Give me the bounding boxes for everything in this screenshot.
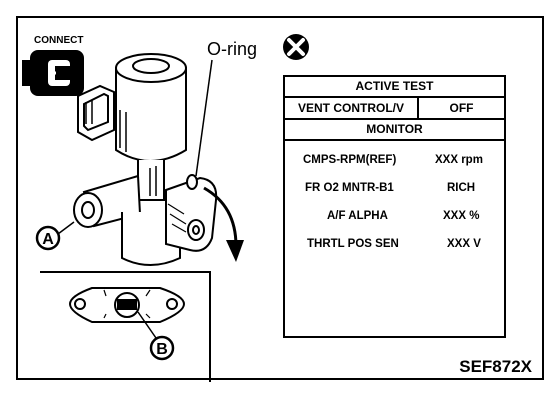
prohibited-x-icon bbox=[283, 34, 309, 60]
monitor-item-label: FR O2 MNTR-B1 bbox=[305, 182, 394, 194]
monitor-header: MONITOR bbox=[285, 120, 504, 141]
test-item-row: VENT CONTROL/V OFF bbox=[285, 98, 504, 120]
monitor-item-value: XXX rpm bbox=[435, 154, 483, 166]
monitor-item-label: CMPS-RPM(REF) bbox=[303, 154, 397, 166]
solenoid-valve bbox=[73, 53, 218, 266]
flange-bottom-view bbox=[68, 287, 186, 323]
monitor-item-value: XXX % bbox=[443, 210, 480, 222]
oring-leader-line bbox=[195, 59, 213, 177]
connect-label: CONNECT bbox=[34, 35, 83, 46]
callout-a-leader bbox=[57, 221, 75, 235]
test-item-label: VENT CONTROL/V bbox=[285, 98, 419, 118]
monitor-item-label: A/F ALPHA bbox=[327, 210, 388, 222]
figure-id: SEF872X bbox=[459, 357, 532, 376]
callout-a: A bbox=[35, 225, 61, 251]
figure-frame bbox=[16, 16, 544, 380]
monitor-item-label: THRTL POS SEN bbox=[307, 238, 399, 250]
connector-icon bbox=[22, 50, 84, 96]
test-item-value: OFF bbox=[449, 101, 474, 115]
oring-label: O-ring bbox=[207, 39, 257, 59]
callout-b-leader bbox=[137, 311, 157, 339]
monitor-item-value: RICH bbox=[447, 182, 476, 194]
inset-box bbox=[40, 271, 211, 382]
monitor-item-value: XXX V bbox=[447, 238, 481, 250]
svg-text:A: A bbox=[42, 231, 54, 248]
removal-arrow bbox=[203, 186, 244, 262]
callout-b: B bbox=[149, 335, 175, 361]
svg-text:B: B bbox=[156, 341, 168, 358]
active-test-title: ACTIVE TEST bbox=[285, 77, 504, 98]
active-test-screen: ACTIVE TEST VENT CONTROL/V OFF MONITOR C… bbox=[283, 75, 506, 338]
